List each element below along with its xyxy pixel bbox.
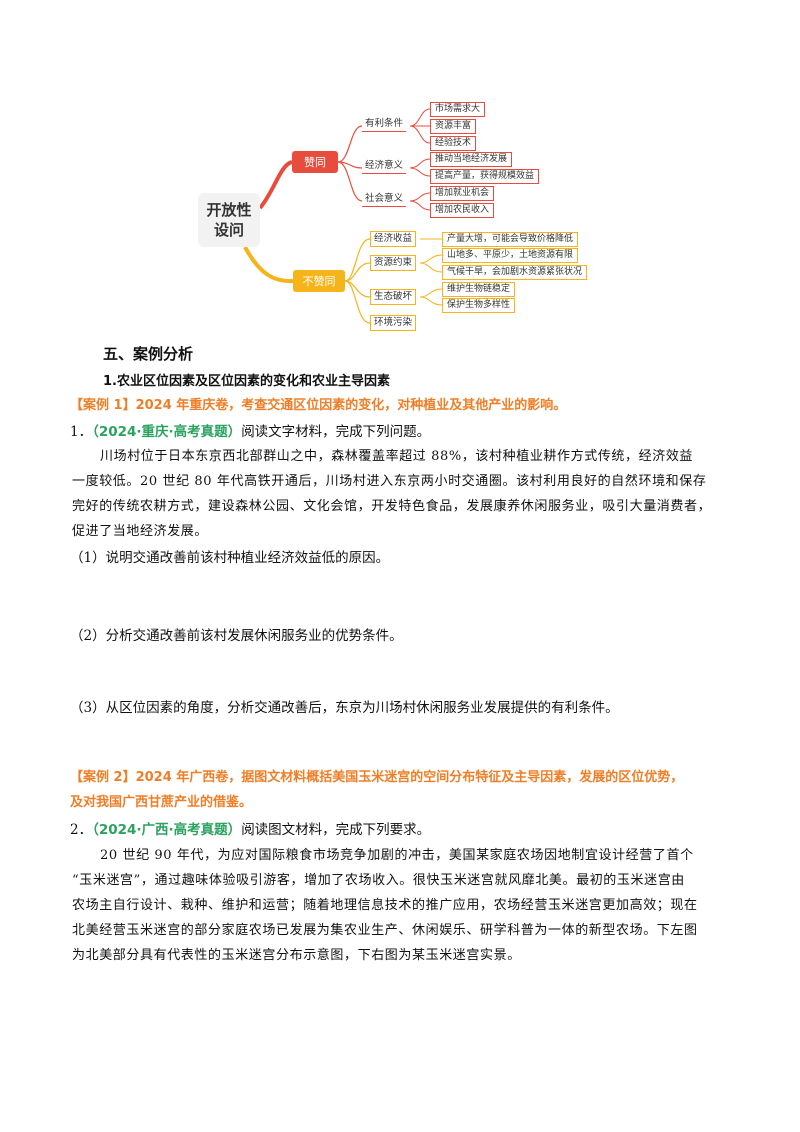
agree-sub-social: 社会意义 — [362, 192, 407, 207]
question-number: 2． — [70, 822, 93, 838]
paragraph-line: “玉米迷宫”，通过趣味体验吸引游客，增加了农场收入。很快玉米迷宫就风靡北美。最初… — [72, 873, 685, 888]
paragraph-line: 为北美部分具有代表性的玉米迷宫分布示意图，下右图为某玉米迷宫实景。 — [72, 948, 521, 963]
disagree-leaf: 保护生物多样性 — [442, 298, 516, 313]
mindmap-root: 开放性 设问 — [198, 193, 260, 247]
agree-leaf: 推动当地经济发展 — [430, 152, 513, 167]
section-title: 五、案例分析 — [103, 345, 194, 363]
disagree-sub-ecology: 生态破坏 — [370, 289, 417, 305]
case1-title: 【案例 1】2024 年重庆卷，考查交通区位因素的变化，对种植业及其他产业的影响… — [70, 398, 567, 413]
disagree-leaf: 维护生物链稳定 — [442, 282, 516, 297]
agree-sub-economic: 经济意义 — [362, 159, 407, 174]
case1-q1: （1）说明交通改善前该村种植业经济效益低的原因。 — [70, 550, 390, 566]
disagree-sub-economic: 经济收益 — [370, 231, 417, 247]
paragraph-line: 川场村位于日本东京西北部群山之中，森林覆盖率超过 88%，该村种植业耕作方式传统… — [100, 449, 694, 464]
branch-agree: 赞同 — [292, 151, 338, 173]
disagree-leaf: 山地多、平原少，土地资源有限 — [442, 248, 579, 263]
mindmap-root-line2: 设问 — [213, 221, 244, 239]
case2-title-line1: 【案例 2】2024 年广西卷，据图文材料概括美国玉米迷宫的空间分布特征及主导因… — [70, 770, 684, 785]
case1-q2: （2）分析交通改善前该村发展休闲服务业的优势条件。 — [70, 628, 403, 644]
agree-leaf: 资源丰富 — [430, 119, 477, 134]
agree-sub-favorable: 有利条件 — [362, 117, 407, 132]
agree-leaf: 增加农民收入 — [430, 203, 495, 218]
mindmap: 开放性 设问 赞同 不赞同 有利条件 经济意义 社会意义 市场需求大 资源丰富 … — [0, 0, 800, 340]
agree-leaf: 市场需求大 — [430, 102, 486, 117]
case2-title-line2: 及对我国广西甘蔗产业的借鉴。 — [70, 795, 253, 810]
case1-paragraph-cont: 一度较低。20 世纪 80 年代高铁开通后，川场村进入东京两小时交通圈。该村利用… — [72, 469, 752, 544]
paragraph-line: 20 世纪 90 年代，为应对国际粮食市场竞争加剧的冲击，美国某家庭农场因地制宜… — [100, 848, 694, 863]
disagree-leaf: 气候干旱，会加剧水资源紧张状况 — [442, 265, 588, 280]
disagree-leaf: 产量大增，可能会导致价格降低 — [442, 232, 579, 247]
question-instruction: 阅读文字材料，完成下列问题。 — [241, 424, 431, 440]
disagree-sub-pollution: 环境污染 — [370, 315, 417, 331]
question-number: 1． — [70, 424, 93, 440]
agree-leaf: 经验技术 — [430, 136, 477, 151]
question-instruction: 阅读图文材料，完成下列要求。 — [241, 822, 431, 838]
case1-q3: （3）从区位因素的角度，分析交通改善后，东京为川场村休闲服务业发展提供的有利条件… — [70, 700, 619, 716]
subsection-title: 1.农业区位因素及区位因素的变化和农业主导因素 — [103, 374, 390, 389]
paragraph-line: 农场主自行设计、栽种、维护和运营；随着地理信息技术的推广应用，农场经营玉米迷宫更… — [72, 898, 698, 913]
agree-leaf: 增加就业机会 — [430, 186, 495, 201]
branch-disagree: 不赞同 — [293, 270, 345, 292]
case1-paragraph: 川场村位于日本东京西北部群山之中，森林覆盖率超过 88%，该村种植业耕作方式传统… — [100, 444, 740, 469]
disagree-sub-resource: 资源约束 — [370, 255, 417, 271]
mindmap-root-line1: 开放性 — [206, 201, 252, 219]
question-source: （2024·重庆·高考真题） — [92, 424, 242, 440]
case2-paragraph: 20 世纪 90 年代，为应对国际粮食市场竞争加剧的冲击，美国某家庭农场因地制宜… — [100, 843, 740, 868]
case2-paragraph-cont: “玉米迷宫”，通过趣味体验吸引游客，增加了农场收入。很快玉米迷宫就风靡北美。最初… — [72, 868, 752, 968]
case1-question-line: 1．（2024·重庆·高考真题）阅读文字材料，完成下列问题。 — [70, 420, 430, 440]
mindmap-connectors — [243, 108, 443, 324]
agree-leaf: 提高产量，获得规模效益 — [430, 169, 540, 184]
paragraph-line: 完好的传统农耕方式，建设森林公园、文化会馆，开发特色食品，发展康养休闲服务业，吸… — [72, 499, 712, 514]
paragraph-line: 一度较低。20 世纪 80 年代高铁开通后，川场村进入东京两小时交通圈。该村利用… — [72, 474, 707, 489]
case2-question-line: 2．（2024·广西·高考真题）阅读图文材料，完成下列要求。 — [70, 818, 430, 838]
paragraph-line: 北美经营玉米迷宫的部分家庭农场已发展为集农业生产、休闲娱乐、研学科普为一体的新型… — [72, 923, 698, 938]
question-source: （2024·广西·高考真题） — [92, 822, 242, 838]
paragraph-line: 促进了当地经济发展。 — [72, 524, 209, 539]
